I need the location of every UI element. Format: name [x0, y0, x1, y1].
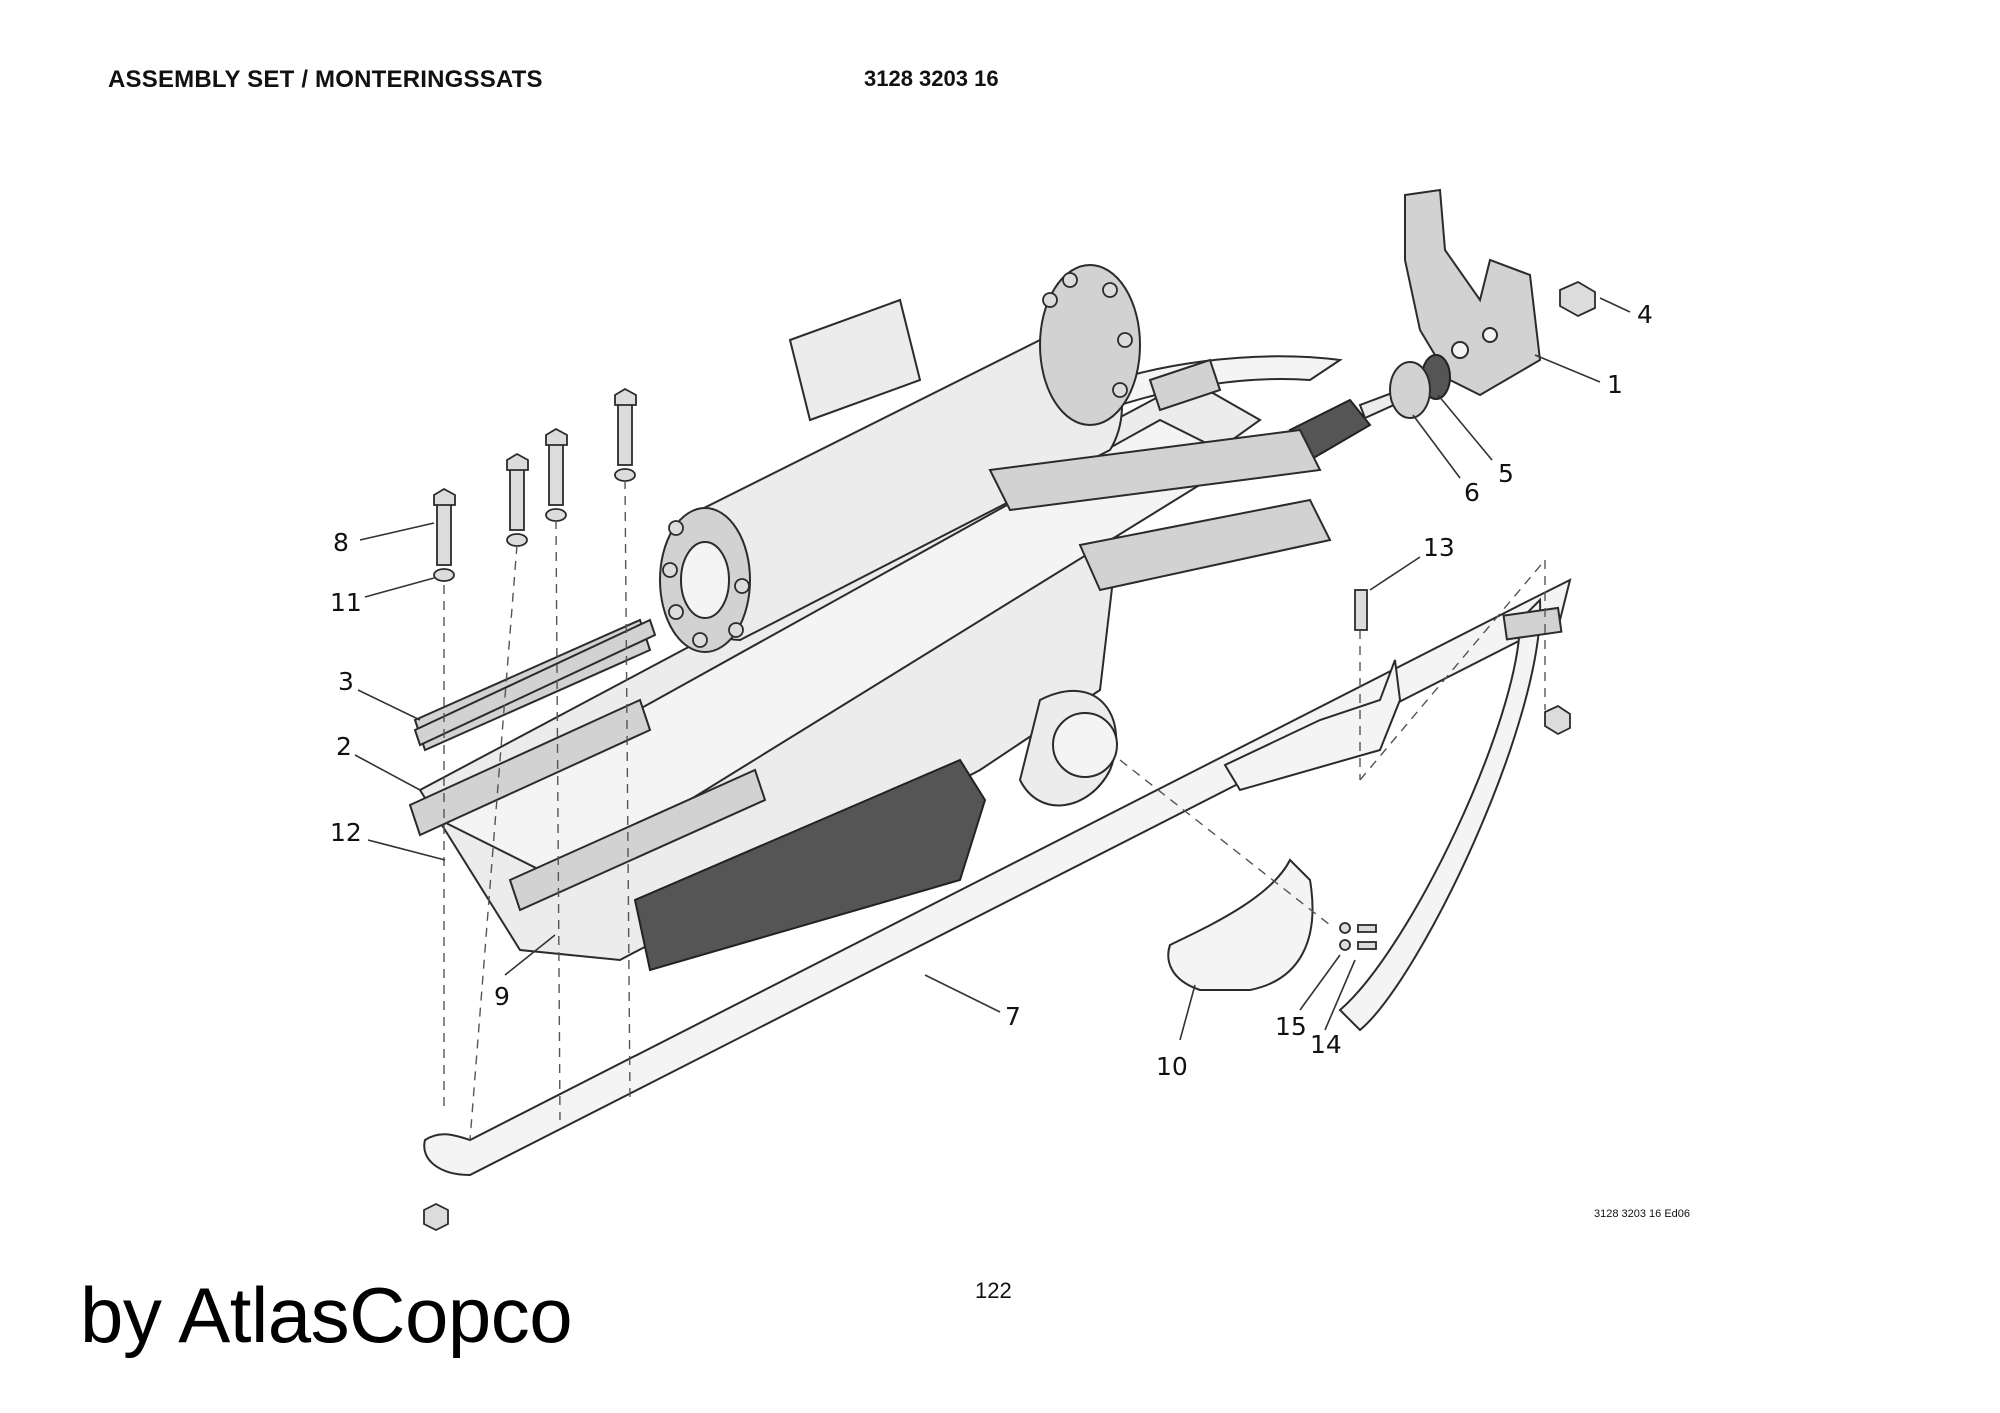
- callout-4: 4: [1637, 300, 1653, 329]
- page-number: 122: [975, 1278, 1012, 1303]
- bolt-item-13: [1354, 589, 1368, 631]
- cradle-body: [418, 355, 1343, 962]
- callout-15: 15: [1275, 1012, 1307, 1041]
- callout-11: 11: [330, 588, 362, 617]
- strip-item-3: [413, 618, 657, 747]
- callout-8: 8: [333, 528, 349, 557]
- skid-rail-item-7: [423, 578, 1572, 1177]
- right-block: [1502, 606, 1563, 641]
- bolts-item-8: [433, 387, 637, 582]
- watermark-text: by AtlasCopco: [80, 1271, 573, 1359]
- part-number: 3128 3203 16: [864, 66, 999, 91]
- callout-14: 14: [1310, 1030, 1342, 1059]
- callout-13: 13: [1423, 533, 1455, 562]
- callout-5: 5: [1498, 459, 1514, 488]
- callout-2: 2: [336, 732, 352, 761]
- bushing-item-6: [1389, 361, 1431, 419]
- hydraulic-cylinder: [659, 264, 1141, 653]
- side-plate: [633, 758, 987, 972]
- callout-leaders: [354, 297, 1631, 1041]
- nut-item-4: [1559, 280, 1596, 318]
- assembly-guide-lines: [443, 479, 1546, 1141]
- rear-clamps: [988, 358, 1332, 592]
- right-support-plate: [1223, 659, 1402, 792]
- callout-10: 10: [1156, 1052, 1188, 1081]
- screws-items-14-15: [1339, 922, 1377, 951]
- callout-7: 7: [1005, 1002, 1021, 1031]
- nut-right: [1544, 704, 1571, 736]
- bracket-plate: [1404, 188, 1542, 397]
- drawing-code: 3128 3203 16 Ed06: [1594, 1208, 1691, 1220]
- callout-9: 9: [494, 982, 510, 1011]
- callout-1: 1: [1607, 370, 1623, 399]
- foot-plate-item-10: [1167, 858, 1314, 991]
- nut-bottom-left: [423, 1202, 449, 1232]
- document-title: ASSEMBLY SET / MONTERINGSSATS: [108, 66, 543, 93]
- cylinder-flange-bolts: [662, 272, 1133, 648]
- callout-3: 3: [338, 667, 354, 696]
- callout-6: 6: [1464, 478, 1480, 507]
- callout-12: 12: [330, 818, 362, 847]
